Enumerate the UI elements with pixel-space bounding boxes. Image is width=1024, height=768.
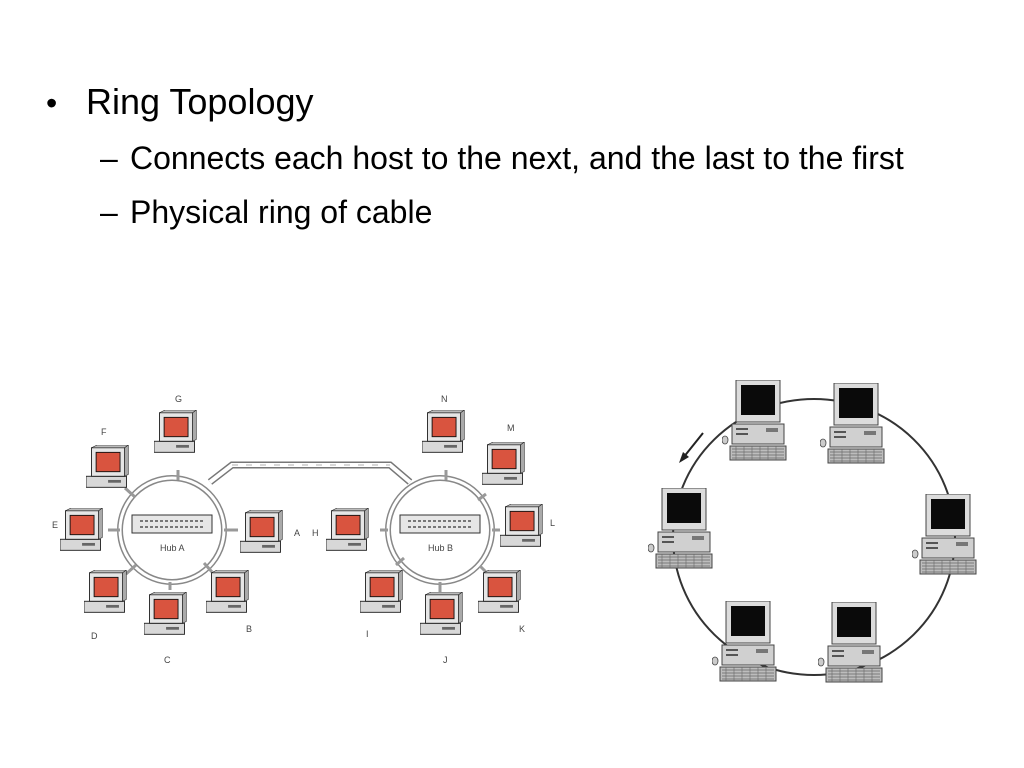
host-label-a: A xyxy=(294,528,300,538)
ring-computer-bottom-right xyxy=(818,602,883,683)
hub-a-label: Hub A xyxy=(160,543,185,553)
sub-item-text: Physical ring of cable xyxy=(130,194,433,230)
host-label-n: N xyxy=(441,394,448,404)
computer-j xyxy=(420,592,463,635)
sub-item-text: Connects each host to the next, and the … xyxy=(130,140,904,176)
sub-item-physical: – Physical ring of cable xyxy=(100,189,986,235)
host-label-h: H xyxy=(312,528,319,538)
hub-b-device xyxy=(399,514,481,534)
host-label-k: K xyxy=(519,624,525,634)
direction-arrow xyxy=(679,432,704,463)
ring-cable xyxy=(672,398,956,676)
ring-computer-right xyxy=(912,494,977,575)
hub-a-device xyxy=(131,514,213,534)
host-label-d: D xyxy=(91,631,98,641)
computer-f xyxy=(86,445,129,488)
bullet-title: Ring Topology xyxy=(86,81,314,122)
bullet-list: • Ring Topology – Connects each host to … xyxy=(46,78,986,235)
computer-l xyxy=(500,504,543,547)
host-label-b: B xyxy=(246,624,252,634)
computer-n xyxy=(422,410,465,453)
host-label-c: C xyxy=(164,655,171,665)
ring-network-diagram xyxy=(648,380,977,683)
sub-item-connects: – Connects each host to the next, and th… xyxy=(100,135,986,181)
hub-network-diagram: Hub A Hub B xyxy=(52,394,555,665)
ring-computer-top-right xyxy=(820,383,885,464)
host-label-f: F xyxy=(101,427,107,437)
dash-marker: – xyxy=(100,140,118,176)
hub-b-label: Hub B xyxy=(428,543,453,553)
host-label-g: G xyxy=(175,394,182,404)
bullet-dot: • xyxy=(46,85,58,121)
dash-marker: – xyxy=(100,194,118,230)
computer-e xyxy=(60,508,103,551)
computer-i xyxy=(360,570,403,613)
ring-computer-left xyxy=(648,488,713,569)
computer-m xyxy=(482,442,525,485)
bullet-ring-topology: • Ring Topology xyxy=(46,78,986,127)
computer-h xyxy=(326,508,369,551)
inter-hub-link xyxy=(207,461,413,485)
computer-b xyxy=(206,570,249,613)
computer-d xyxy=(84,570,127,613)
computer-a xyxy=(240,510,283,553)
host-label-e: E xyxy=(52,520,58,530)
host-label-i: I xyxy=(366,629,369,639)
host-label-l: L xyxy=(550,518,555,528)
ring-computer-top-left xyxy=(722,380,787,461)
computer-g xyxy=(154,410,197,453)
host-label-m: M xyxy=(507,423,515,433)
computer-c xyxy=(144,592,187,635)
host-label-j: J xyxy=(443,655,448,665)
computer-k xyxy=(478,570,521,613)
